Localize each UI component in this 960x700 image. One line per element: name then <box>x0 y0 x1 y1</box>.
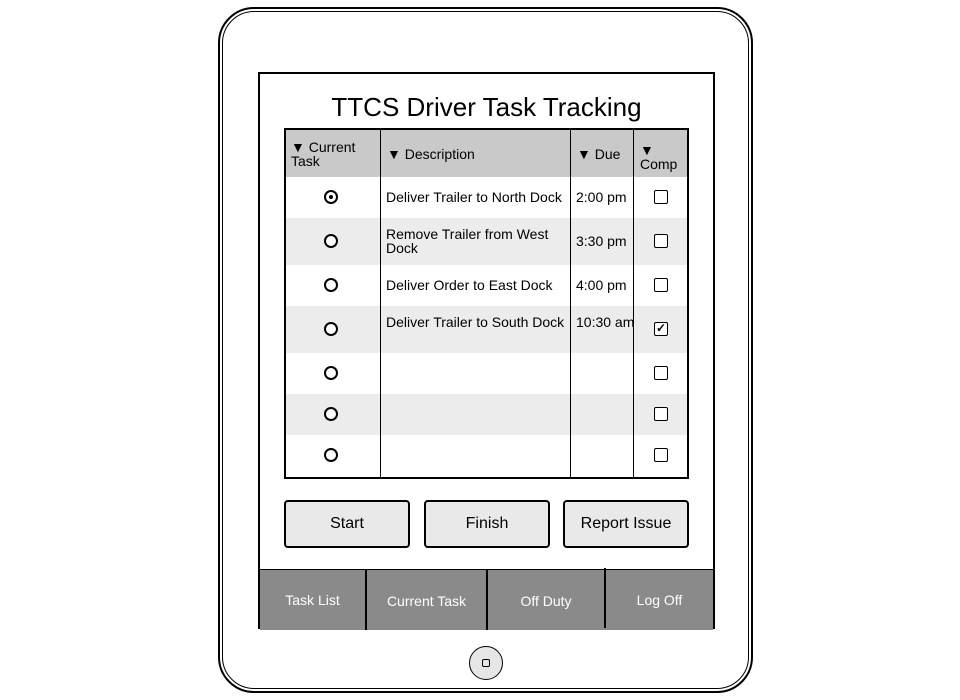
table-header-row: ▼ Current Task ▼ Description ▼ Due ▼ Com… <box>286 130 687 177</box>
column-header-comp[interactable]: ▼ Comp <box>635 130 687 177</box>
home-button-icon[interactable] <box>469 646 503 680</box>
complete-checkbox[interactable] <box>654 190 668 204</box>
column-divider <box>380 130 381 477</box>
current-task-radio[interactable] <box>324 407 338 421</box>
task-description: Remove Trailer from West Dock <box>386 226 549 256</box>
report-issue-button[interactable]: Report Issue <box>563 500 689 548</box>
table-row[interactable]: Deliver Trailer to South Dock 10:30 am ✓ <box>286 306 687 353</box>
complete-checkbox[interactable] <box>654 407 668 421</box>
complete-checkbox[interactable] <box>654 366 668 380</box>
tab-task-list[interactable]: Task List <box>260 570 365 630</box>
current-task-radio[interactable] <box>324 278 338 292</box>
complete-checkbox[interactable] <box>654 234 668 248</box>
column-divider <box>570 130 571 477</box>
current-task-radio[interactable] <box>324 234 338 248</box>
column-header-due[interactable]: ▼ Due <box>572 130 634 177</box>
task-due: 3:30 pm <box>576 233 627 249</box>
tab-current-task[interactable]: Current Task <box>367 570 486 630</box>
column-header-due-label: ▼ Due <box>577 145 621 162</box>
current-task-radio[interactable] <box>324 366 338 380</box>
tab-current-task-label: Current Task <box>386 593 467 609</box>
current-task-radio[interactable] <box>324 322 338 336</box>
task-description: Deliver Trailer to South Dock <box>386 314 565 330</box>
table-row[interactable] <box>286 435 687 477</box>
start-button[interactable]: Start <box>284 500 410 548</box>
tab-off-duty[interactable]: Off Duty <box>488 570 604 630</box>
nav-divider <box>604 568 606 628</box>
tab-log-off[interactable]: Log Off <box>606 570 713 630</box>
task-due: 4:00 pm <box>576 277 627 293</box>
task-table: ▼ Current Task ▼ Description ▼ Due ▼ Com… <box>284 128 689 479</box>
table-row[interactable]: Deliver Trailer to North Dock 2:00 pm <box>286 177 687 218</box>
table-row[interactable] <box>286 353 687 394</box>
page-title: TTCS Driver Task Tracking <box>331 92 642 122</box>
column-header-comp-label: ▼ Comp <box>640 141 678 172</box>
tablet-bezel <box>222 11 749 689</box>
task-description: Deliver Trailer to North Dock <box>386 189 562 205</box>
task-due: 2:00 pm <box>576 189 627 205</box>
checkmark-icon: ✓ <box>655 321 667 335</box>
app-screen: TTCS Driver Task Tracking ▼ Current Task… <box>258 72 715 630</box>
current-task-radio[interactable] <box>324 448 338 462</box>
table-row[interactable] <box>286 394 687 435</box>
complete-checkbox[interactable]: ✓ <box>654 322 668 336</box>
table-row[interactable]: Remove Trailer from West Dock 3:30 pm <box>286 218 687 265</box>
column-header-description-label: ▼ Description <box>387 145 475 162</box>
tab-task-list-label: Task List <box>285 592 340 608</box>
task-due: 10:30 am <box>576 314 635 330</box>
finish-button[interactable]: Finish <box>424 500 550 548</box>
column-header-current-task-label: ▼ Current Task <box>291 138 356 169</box>
complete-checkbox[interactable] <box>654 278 668 292</box>
complete-checkbox[interactable] <box>654 448 668 462</box>
nav-divider <box>486 570 488 630</box>
table-row[interactable]: Deliver Order to East Dock 4:00 pm <box>286 265 687 306</box>
tab-off-duty-label: Off Duty <box>520 593 572 609</box>
task-description: Deliver Order to East Dock <box>386 277 553 293</box>
nav-divider <box>365 570 367 630</box>
bottom-nav: Task List Current Task Off Duty Log Off <box>260 568 713 630</box>
current-task-radio[interactable] <box>324 190 338 204</box>
column-divider <box>633 130 634 477</box>
column-header-description[interactable]: ▼ Description <box>382 130 571 177</box>
tab-log-off-label: Log Off <box>636 592 683 608</box>
column-header-current-task[interactable]: ▼ Current Task <box>286 130 381 177</box>
